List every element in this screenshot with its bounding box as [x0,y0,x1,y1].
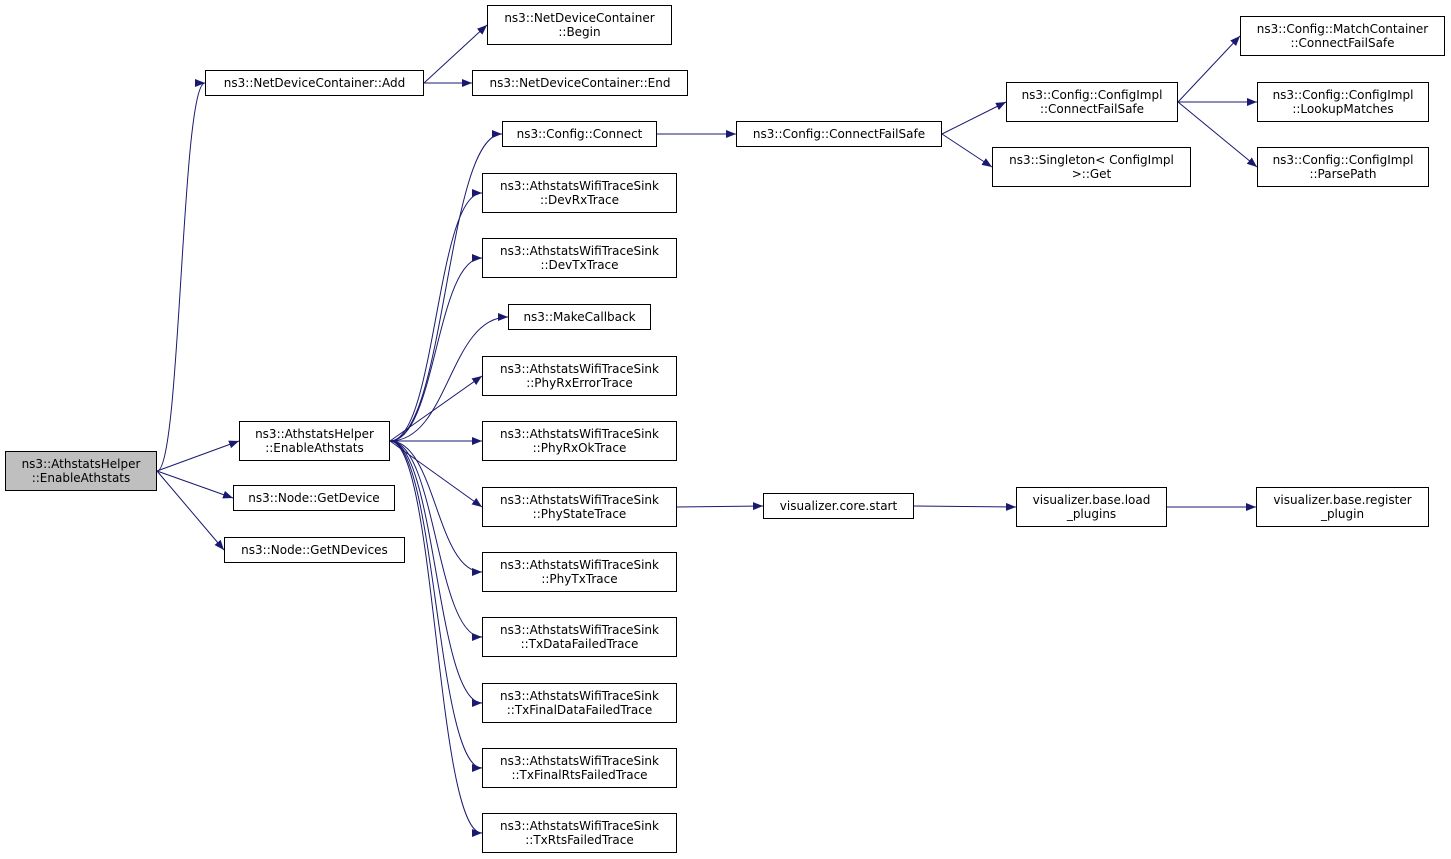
node-label-line2: ::TxFinalRtsFailedTrace [511,768,648,782]
node-makecallback[interactable]: ns3::MakeCallback [508,304,651,330]
node-athstatshelper-enableathstats[interactable]: ns3::AthstatsHelper ::EnableAthstats [239,421,390,461]
node-label-line2: ::PhyStateTrace [532,507,627,521]
node-label-line2: ::EnableAthstats [31,471,131,485]
node-athstatshelper-enableathstats-root: ns3::AthstatsHelper ::EnableAthstats [5,451,157,491]
node-label-line1: ns3::AthstatsWifiTraceSink [500,819,659,833]
edge-cfs-to-singleton [941,133,993,168]
edge-root-to-getdevice [156,470,234,499]
node-label-line2: _plugin [1320,507,1365,521]
edge-impl_cfs-to-parse [1177,101,1258,168]
node-label-line1: ns3::MakeCallback [523,310,636,324]
edge-root-to-enable [156,440,240,472]
node-label-line1: ns3::Node::GetNDevices [241,543,388,557]
node-athstatswifitracesink-phyrxerrortrace[interactable]: ns3::AthstatsWifiTraceSink ::PhyRxErrorT… [482,356,677,396]
node-label-line2: ::TxDataFailedTrace [520,637,639,651]
edge-root-to-ndc_add [156,79,206,472]
edge-phystate-to-viz_start [676,502,764,511]
node-label-line1: ns3::AthstatsHelper [255,427,374,441]
node-label-line1: ns3::Config::ConfigImpl [1272,88,1414,102]
node-label-line1: ns3::AthstatsHelper [21,457,141,471]
node-config-connectfailsafe[interactable]: ns3::Config::ConnectFailSafe [736,121,942,147]
node-label-line2: ::PhyTxTrace [541,572,618,586]
node-label-line2: ::TxRtsFailedTrace [525,833,634,847]
node-configimpl-parsepath[interactable]: ns3::Config::ConfigImpl ::ParsePath [1257,147,1429,187]
node-athstatswifitracesink-txfinaldatafailedtrace[interactable]: ns3::AthstatsWifiTraceSink ::TxFinalData… [482,683,677,723]
node-configimpl-connectfailsafe[interactable]: ns3::Config::ConfigImpl ::ConnectFailSaf… [1006,82,1178,122]
node-label-line2: ::DevRxTrace [539,193,620,207]
node-label-line1: ns3::Config::MatchContainer [1256,22,1429,36]
node-athstatswifitracesink-txrtsfailedtrace[interactable]: ns3::AthstatsWifiTraceSink ::TxRtsFailed… [482,813,677,853]
node-label-line1: visualizer.core.start [779,499,898,513]
node-athstatswifitracesink-txfinalrtsfailedtrace[interactable]: ns3::AthstatsWifiTraceSink ::TxFinalRtsF… [482,748,677,788]
node-label-line1: ns3::Node::GetDevice [248,491,380,505]
edge-root-to-getndev [156,470,225,551]
node-label-line1: visualizer.base.register [1273,493,1412,507]
node-label-line1: ns3::NetDeviceContainer::Add [223,76,406,90]
node-label-line1: ns3::AthstatsWifiTraceSink [500,427,659,441]
node-athstatswifitracesink-txdatafailedtrace[interactable]: ns3::AthstatsWifiTraceSink ::TxDataFaile… [482,617,677,657]
edge-enable-to-txrts [389,440,483,837]
node-label-line1: ns3::AthstatsWifiTraceSink [500,362,659,376]
edge-impl_cfs-to-mc_cfs [1177,35,1241,103]
node-label-line1: ns3::Config::ConnectFailSafe [752,127,926,141]
node-label-line1: ns3::AthstatsWifiTraceSink [500,179,659,193]
node-label-line2: ::ParsePath [1309,167,1377,181]
node-node-getndevices[interactable]: ns3::Node::GetNDevices [224,537,405,563]
node-label-line1: ns3::NetDeviceContainer::End [489,76,671,90]
node-athstatswifitracesink-phyrxoktrace[interactable]: ns3::AthstatsWifiTraceSink ::PhyRxOkTrac… [482,421,677,461]
node-label-line2: ::DevTxTrace [540,258,619,272]
node-visualizer-core-start[interactable]: visualizer.core.start [763,493,914,519]
node-config-connect[interactable]: ns3::Config::Connect [502,121,657,147]
node-label-line2: ::TxFinalDataFailedTrace [506,703,653,717]
edge-viz_start-to-viz_load [913,502,1017,511]
node-label-line2: ::ConnectFailSafe [1039,102,1145,116]
node-label-line2: ::PhyRxErrorTrace [526,376,633,390]
node-label-line2: _plugins [1066,507,1117,521]
node-label-line1: ns3::AthstatsWifiTraceSink [500,754,659,768]
node-label-line2: >::Get [1071,167,1112,181]
node-label-line2: ::PhyRxOkTrace [532,441,627,455]
node-node-getdevice[interactable]: ns3::Node::GetDevice [233,485,395,511]
edge-enable-to-txfinaldata [389,440,483,707]
edge-enable-to-devtx [389,254,483,442]
node-visualizer-base-load-plugins[interactable]: visualizer.base.load _plugins [1016,487,1167,527]
edge-enable-to-phytx [389,440,483,576]
node-label-line1: ns3::Config::Connect [516,127,643,141]
edge-enable-to-txdata [389,440,483,641]
node-label-line1: visualizer.base.load [1032,493,1151,507]
node-label-line1: ns3::AthstatsWifiTraceSink [500,623,659,637]
node-label-line1: ns3::AthstatsWifiTraceSink [500,689,659,703]
edge-enable-to-makecb [389,313,509,442]
edge-cfs-to-impl_cfs [941,101,1007,135]
node-athstatswifitracesink-phytxtrace[interactable]: ns3::AthstatsWifiTraceSink ::PhyTxTrace [482,552,677,592]
node-label-line1: ns3::NetDeviceContainer [504,11,655,25]
node-singleton-configimpl-get[interactable]: ns3::Singleton< ConfigImpl >::Get [992,147,1191,187]
node-label-line2: ::Begin [558,25,601,39]
node-netdevicecontainer-end[interactable]: ns3::NetDeviceContainer::End [472,70,688,96]
node-label-line1: ns3::Config::ConfigImpl [1021,88,1163,102]
node-visualizer-base-register-plugin[interactable]: visualizer.base.register _plugin [1256,487,1429,527]
node-athstatswifitracesink-phystatetrace[interactable]: ns3::AthstatsWifiTraceSink ::PhyStateTra… [482,487,677,527]
edge-enable-to-devrx [389,189,483,442]
node-netdevicecontainer-begin[interactable]: ns3::NetDeviceContainer ::Begin [487,5,672,45]
node-label-line2: ::LookupMatches [1292,102,1394,116]
edge-enable-to-phyrxerr [389,375,483,442]
node-label-line2: ::ConnectFailSafe [1290,36,1395,50]
node-configimpl-lookupmatches[interactable]: ns3::Config::ConfigImpl ::LookupMatches [1257,82,1429,122]
node-athstatswifitracesink-devtxtrace[interactable]: ns3::AthstatsWifiTraceSink ::DevTxTrace [482,238,677,278]
node-label-line1: ns3::Singleton< ConfigImpl [1009,153,1174,167]
node-netdevicecontainer-add[interactable]: ns3::NetDeviceContainer::Add [205,70,424,96]
node-matchcontainer-connectfailsafe[interactable]: ns3::Config::MatchContainer ::ConnectFai… [1240,16,1445,56]
edge-enable-to-connect [389,130,503,442]
node-label-line2: ::EnableAthstats [265,441,364,455]
node-label-line1: ns3::AthstatsWifiTraceSink [500,558,659,572]
node-athstatswifitracesink-devrxtrace[interactable]: ns3::AthstatsWifiTraceSink ::DevRxTrace [482,173,677,213]
node-label-line1: ns3::AthstatsWifiTraceSink [500,244,659,258]
node-label-line1: ns3::Config::ConfigImpl [1272,153,1414,167]
edge-enable-to-txfinalrts [389,440,483,772]
edge-ndc_add-to-ndc_begin [423,24,488,84]
node-label-line1: ns3::AthstatsWifiTraceSink [500,493,659,507]
